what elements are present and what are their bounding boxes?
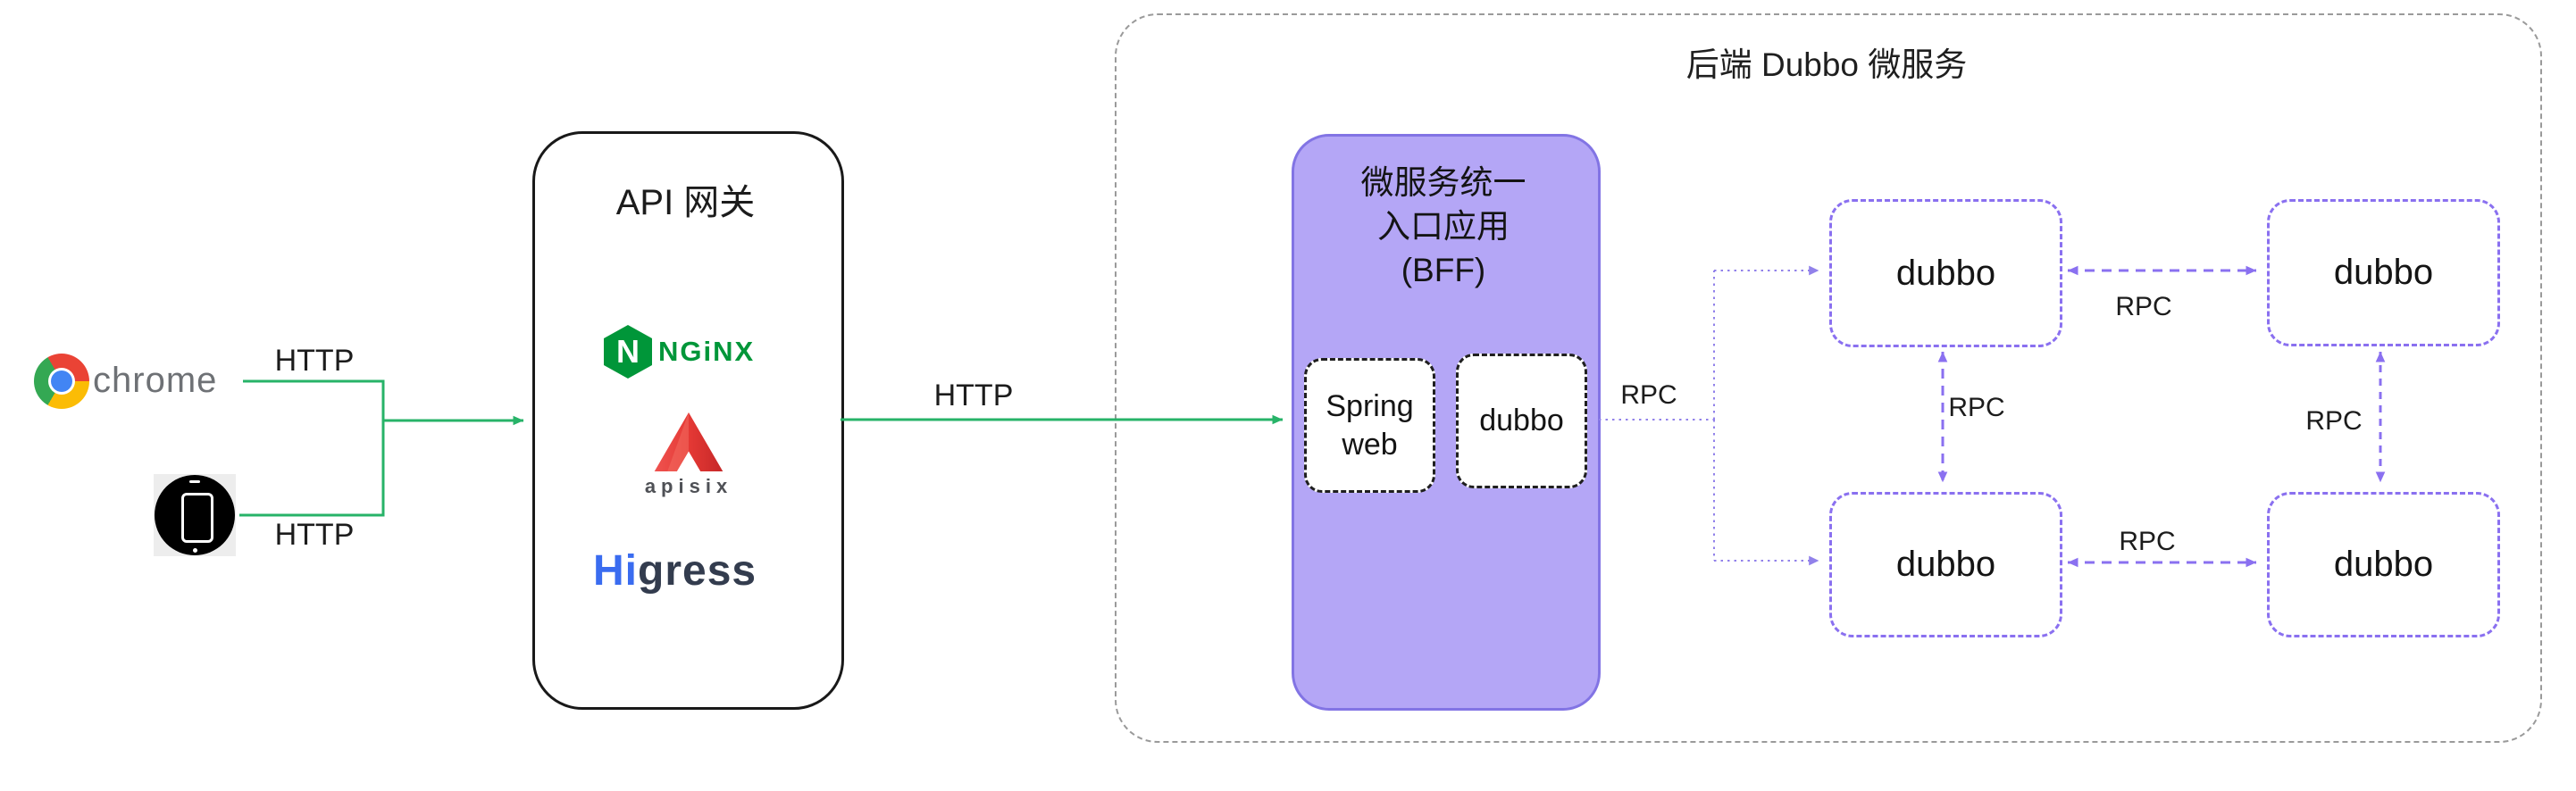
module-dubbo-label: dubbo <box>1479 404 1564 438</box>
nginx-hexagon-icon: N <box>604 325 652 379</box>
module-spring-web: Spring web <box>1304 358 1435 493</box>
apisix-mark-icon <box>654 412 723 471</box>
bff-title-line3: (BFF) <box>1401 251 1486 288</box>
rpc-label-left: RPC <box>1948 393 2005 422</box>
nginx-wordmark: NGiNX <box>658 336 756 367</box>
http-label-top: HTTP <box>274 344 355 378</box>
higress-hi: Hi <box>593 547 638 595</box>
dubbo-service-bottom-right: dubbo <box>2267 492 2500 637</box>
http-label-bottom: HTTP <box>274 518 355 552</box>
chrome-browser-icon <box>34 354 89 409</box>
chrome-icon-core <box>51 371 72 392</box>
apisix-logo: apisix <box>622 412 756 498</box>
dubbo-service-top-left: dubbo <box>1829 199 2062 347</box>
rpc-label-top: RPC <box>2115 292 2172 321</box>
bff-title-line1: 微服务统一 <box>1360 164 1526 201</box>
rpc-label-right: RPC <box>2305 406 2363 436</box>
chrome-label: chrome <box>93 361 218 400</box>
smartphone-icon-speaker <box>189 480 200 483</box>
backend-dubbo-container <box>1115 13 2542 743</box>
rpc-label-bff: RPC <box>1620 380 1677 410</box>
dubbo-service-top-right: dubbo <box>2267 199 2500 346</box>
http-label-gateway-to-bff: HTTP <box>933 379 1014 412</box>
smartphone-icon-home-dot <box>192 548 197 553</box>
dubbo-service-bottom-left-label: dubbo <box>1895 545 1996 584</box>
module-dubbo: dubbo <box>1456 354 1587 488</box>
dubbo-service-bottom-right-label: dubbo <box>2333 545 2434 584</box>
rpc-label-bottom: RPC <box>2119 527 2176 556</box>
backend-dubbo-title: 后端 Dubbo 微服务 <box>1685 46 1968 83</box>
module-spring-web-label: Spring web <box>1326 389 1414 462</box>
higress-rest: gress <box>638 547 757 595</box>
smartphone-icon <box>154 474 236 556</box>
apisix-wordmark: apisix <box>644 475 733 497</box>
connector-clients-merge <box>239 379 385 517</box>
bff-title-line2: 入口应用 <box>1377 207 1510 245</box>
higress-logo: Higress <box>593 546 757 595</box>
dubbo-service-top-right-label: dubbo <box>2333 253 2434 292</box>
dubbo-service-top-left-label: dubbo <box>1895 253 1996 293</box>
smartphone-icon-body <box>181 493 213 543</box>
api-gateway-title: API 网关 <box>615 183 756 222</box>
nginx-logo: N NGiNX <box>604 325 755 379</box>
dubbo-service-bottom-left: dubbo <box>1829 492 2062 637</box>
bff-title: 微服务统一 入口应用 (BFF) <box>1292 162 1595 292</box>
